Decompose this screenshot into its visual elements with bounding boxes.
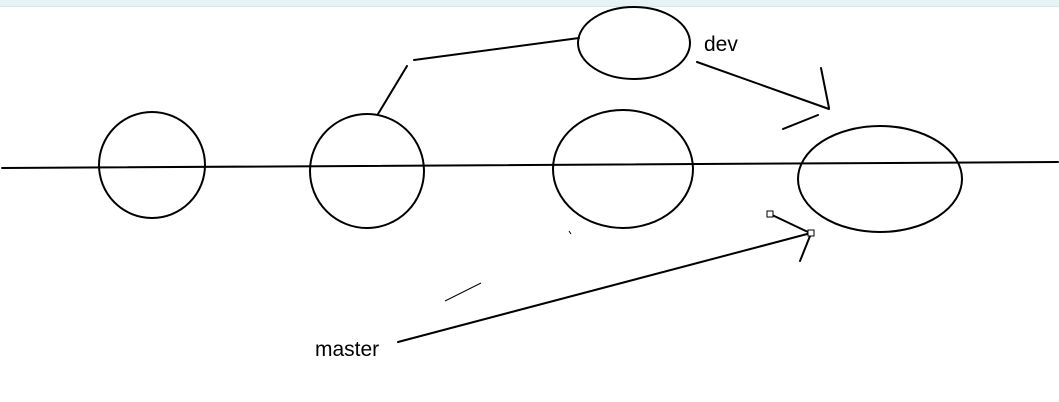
commit-node-3: [552, 109, 694, 229]
branch-line-up: [377, 65, 408, 115]
master-arrowhead-lower: [799, 235, 811, 262]
dev-arrowhead-lower: [782, 114, 819, 130]
dev-pointer-shaft: [696, 61, 830, 110]
dev-label: dev: [704, 33, 738, 56]
master-label: master: [315, 338, 379, 361]
selection-handle-end[interactable]: [807, 229, 815, 237]
selection-handle-start[interactable]: [766, 210, 774, 218]
window-top-strip: [0, 0, 1059, 7]
dev-arrowhead-upper: [820, 67, 830, 109]
master-timeline: [1, 161, 1059, 169]
master-pointer-shaft: [397, 232, 812, 343]
stray-dot: [568, 230, 572, 235]
commit-node-2: [309, 113, 425, 229]
master-arrowhead-upper: [769, 213, 811, 234]
dev-commit-node: [577, 6, 691, 80]
merge-commit-node: [797, 125, 963, 233]
commit-node-1: [98, 111, 206, 219]
stray-mark: [444, 282, 482, 302]
branch-line-across: [413, 37, 580, 61]
